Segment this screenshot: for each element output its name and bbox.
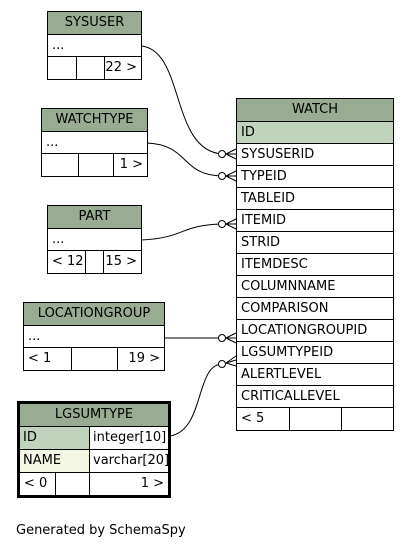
table-name[interactable]: WATCHTYPE: [42, 109, 147, 132]
table-footer: < 12 15 >: [48, 251, 141, 273]
table-footer: < 0 1 >: [20, 473, 168, 495]
parent-count: < 1: [24, 348, 72, 370]
table-part[interactable]: PART ... < 12 15 >: [47, 205, 142, 274]
column-itemdesc: ITEMDESC: [237, 254, 393, 276]
link-sysuser-watch: [140, 45, 223, 155]
parent-count: < 12: [48, 251, 86, 273]
column-tableid: TABLEID: [237, 188, 393, 210]
child-count: 1 >: [119, 157, 143, 172]
child-count: 22 >: [105, 60, 137, 75]
column-columnname: COLUMNNAME: [237, 276, 393, 298]
column-sysuserid: SYSUSERID: [237, 144, 393, 166]
column-row-id: ID integer[10]: [20, 427, 168, 450]
table-name[interactable]: PART: [48, 206, 141, 229]
table-watchtype[interactable]: WATCHTYPE ... 1 >: [41, 108, 148, 177]
link-watchtype-watch: [146, 142, 223, 177]
column-alertlevel: ALERTLEVEL: [237, 364, 393, 386]
table-footer: 22 >: [48, 57, 141, 79]
link-lgsumtype-watch: [169, 363, 223, 437]
column-strid: STRID: [237, 232, 393, 254]
generated-by-label: Generated by SchemaSpy: [16, 523, 186, 538]
table-footer: < 1 19 >: [24, 348, 164, 370]
column-row: ...: [48, 229, 141, 251]
link-part-watch: [140, 223, 223, 241]
column-row: ...: [24, 326, 164, 348]
column-typeid: TYPEID: [237, 166, 393, 188]
column-row: ...: [42, 132, 147, 154]
column-row-name: NAME varchar[20]: [20, 450, 168, 473]
column-criticallevel: CRITICALLEVEL: [237, 386, 393, 408]
table-watch[interactable]: WATCH ID SYSUSERID TYPEID TABLEID ITEMID…: [236, 98, 394, 431]
table-footer: 1 >: [42, 154, 147, 176]
table-name[interactable]: LOCATIONGROUP: [24, 303, 164, 326]
parent-count: < 0: [20, 473, 56, 495]
child-count: 1 >: [140, 476, 164, 491]
parent-count: < 5: [237, 408, 290, 430]
column-lgsumtypeid: LGSUMTYPEID: [237, 342, 393, 364]
column-row: ...: [48, 35, 141, 57]
table-name[interactable]: LGSUMTYPE: [20, 404, 168, 427]
table-name[interactable]: SYSUSER: [48, 12, 141, 35]
table-footer: < 5: [237, 408, 393, 430]
column-locationgroupid: LOCATIONGROUPID: [237, 320, 393, 342]
column-itemid: ITEMID: [237, 210, 393, 232]
column-comparison: COMPARISON: [237, 298, 393, 320]
child-count: 15 >: [105, 254, 137, 269]
table-locationgroup[interactable]: LOCATIONGROUP ... < 1 19 >: [23, 302, 165, 371]
table-name[interactable]: WATCH: [237, 99, 393, 122]
table-sysuser[interactable]: SYSUSER ... 22 >: [47, 11, 142, 80]
child-count: 19 >: [128, 351, 160, 366]
column-id: ID: [237, 122, 393, 144]
table-lgsumtype[interactable]: LGSUMTYPE ID integer[10] NAME varchar[20…: [17, 401, 171, 498]
